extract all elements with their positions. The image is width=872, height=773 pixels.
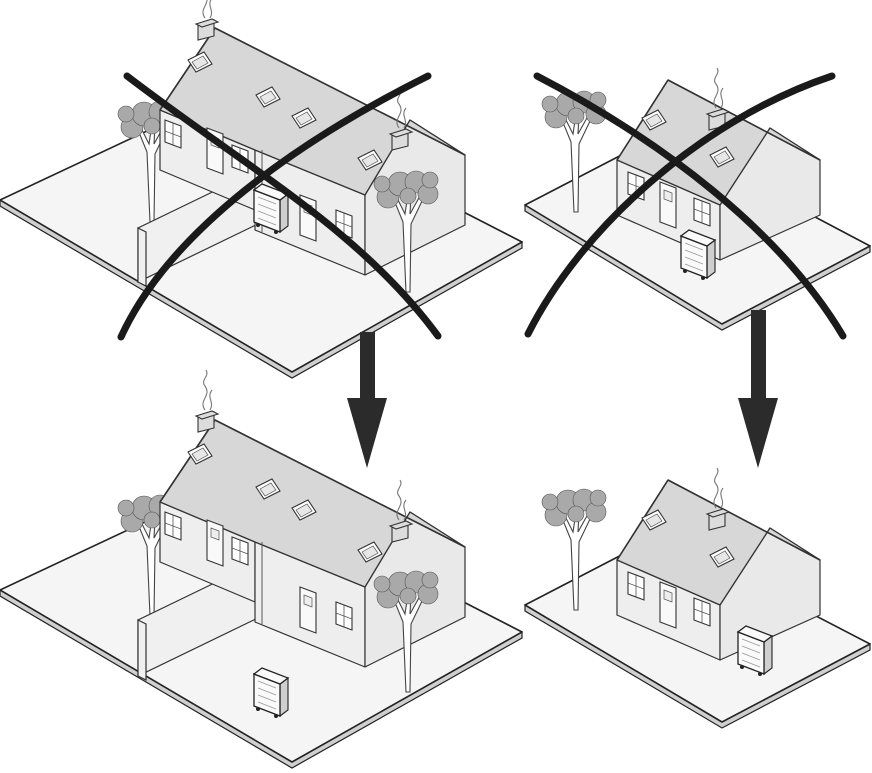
cross-out-icon (117, 72, 442, 341)
heat-pump-outdoor-unit (737, 625, 773, 677)
cross-out-icon (524, 72, 847, 340)
scene-detached-after (524, 468, 871, 729)
heat-pump-outdoor-unit (680, 229, 716, 281)
heat-pump-outdoor-unit (253, 667, 289, 719)
scene-semi-detached-after (0, 370, 523, 769)
down-arrow-icon (347, 332, 387, 468)
scene-detached-before (524, 68, 871, 340)
down-arrow-icon (738, 310, 778, 468)
scene-semi-detached-before (0, 0, 523, 379)
